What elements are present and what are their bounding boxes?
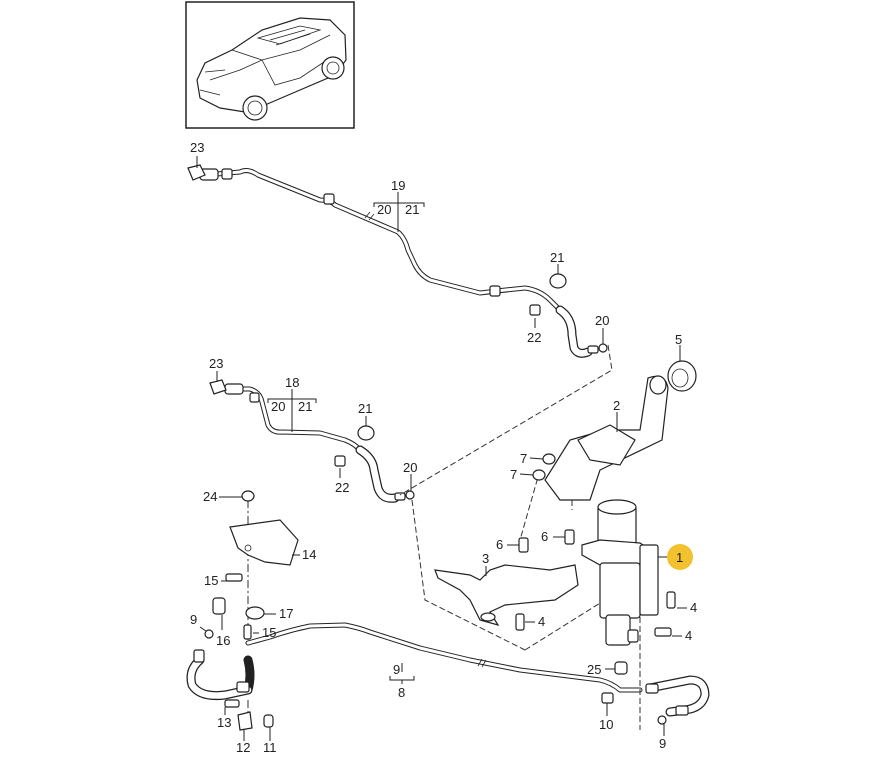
callout-11[interactable]: 11 [263, 740, 277, 755]
oring-9-b [657, 715, 667, 725]
brake-line-19[interactable] [199, 168, 599, 358]
oring-20-a [598, 343, 608, 353]
callout-3[interactable]: 3 [482, 551, 489, 566]
bracket-2[interactable] [544, 375, 669, 501]
nut-25 [614, 661, 628, 675]
callout-21[interactable]: 21 [358, 401, 372, 416]
stud-6-a [518, 537, 529, 553]
callout-20[interactable]: 20 [595, 313, 609, 328]
bracket-3[interactable] [434, 564, 579, 626]
grommet-21-a [549, 273, 567, 289]
callout-17[interactable]: 17 [279, 606, 293, 621]
callout-9[interactable]: 9 [190, 612, 197, 627]
callout-16[interactable]: 16 [216, 633, 230, 648]
callout-1[interactable]: 1 [676, 550, 683, 565]
callout-8[interactable]: 8 [398, 685, 405, 700]
nut-7-a [542, 453, 556, 465]
callout-13[interactable]: 13 [217, 715, 231, 730]
callout-20[interactable]: 20 [377, 202, 391, 217]
brake-line-8[interactable] [186, 622, 710, 717]
callout-21[interactable]: 21 [298, 399, 312, 414]
callout-2[interactable]: 2 [613, 398, 620, 413]
callout-4[interactable]: 4 [690, 600, 697, 615]
bolt-13 [224, 699, 240, 708]
callout-21[interactable]: 21 [550, 250, 564, 265]
callout-15[interactable]: 15 [262, 625, 276, 640]
callout-7[interactable]: 7 [510, 467, 517, 482]
callout-25[interactable]: 25 [587, 662, 601, 677]
car-thumbnail[interactable] [185, 1, 355, 129]
callout-21[interactable]: 21 [405, 202, 419, 217]
bolt-15-b [243, 624, 252, 640]
cap-11 [263, 714, 274, 728]
clamp-17 [245, 606, 265, 620]
clip-22-b [334, 455, 346, 467]
callout-19[interactable]: 19 [391, 178, 405, 193]
clip-23-lower [209, 379, 227, 395]
callout-22[interactable]: 22 [335, 480, 349, 495]
callout-9[interactable]: 9 [393, 662, 400, 677]
grommet-21-b [357, 425, 375, 441]
callout-4[interactable]: 4 [538, 614, 545, 629]
bolt-4-a [515, 613, 525, 631]
clip-23-upper [187, 164, 206, 181]
clip-16 [212, 597, 226, 615]
oring-20-b [405, 490, 415, 500]
nut-24 [241, 490, 255, 502]
callout-20[interactable]: 20 [403, 460, 417, 475]
grommet-5[interactable] [667, 360, 697, 392]
callout-9[interactable]: 9 [659, 736, 666, 751]
leader-lines [196, 156, 687, 741]
callout-7[interactable]: 7 [520, 451, 527, 466]
bracket-12 [237, 711, 253, 731]
callout-18[interactable]: 18 [285, 375, 299, 390]
callout-14[interactable]: 14 [302, 547, 316, 562]
callout-23[interactable]: 23 [209, 356, 223, 371]
callout-20[interactable]: 20 [271, 399, 285, 414]
callout-22[interactable]: 22 [527, 330, 541, 345]
stud-6-b [564, 529, 575, 545]
callout-12[interactable]: 12 [236, 740, 250, 755]
clip-22-a [529, 304, 541, 316]
callout-24[interactable]: 24 [203, 489, 217, 504]
clip-10 [601, 692, 614, 704]
nut-7-b [532, 469, 546, 481]
callout-10[interactable]: 10 [599, 717, 613, 732]
oring-9-a [204, 629, 214, 639]
bracket-14[interactable] [229, 519, 299, 566]
callout-23[interactable]: 23 [190, 140, 204, 155]
callout-6[interactable]: 6 [541, 529, 548, 544]
bolt-4-c [654, 627, 672, 637]
callout-5[interactable]: 5 [675, 332, 682, 347]
master-cylinder-1[interactable] [581, 499, 659, 646]
callout-highlight-1[interactable] [667, 544, 693, 570]
callout-labels: 23 19 20 21 21 22 20 5 23 18 20 21 21 2 … [190, 140, 697, 755]
brake-line-18[interactable] [224, 383, 406, 503]
callout-6[interactable]: 6 [496, 537, 503, 552]
callout-4[interactable]: 4 [685, 628, 692, 643]
bolt-4-b [666, 591, 676, 609]
bolt-15-a [225, 573, 243, 582]
car-icon [196, 17, 347, 121]
callout-15[interactable]: 15 [204, 573, 218, 588]
